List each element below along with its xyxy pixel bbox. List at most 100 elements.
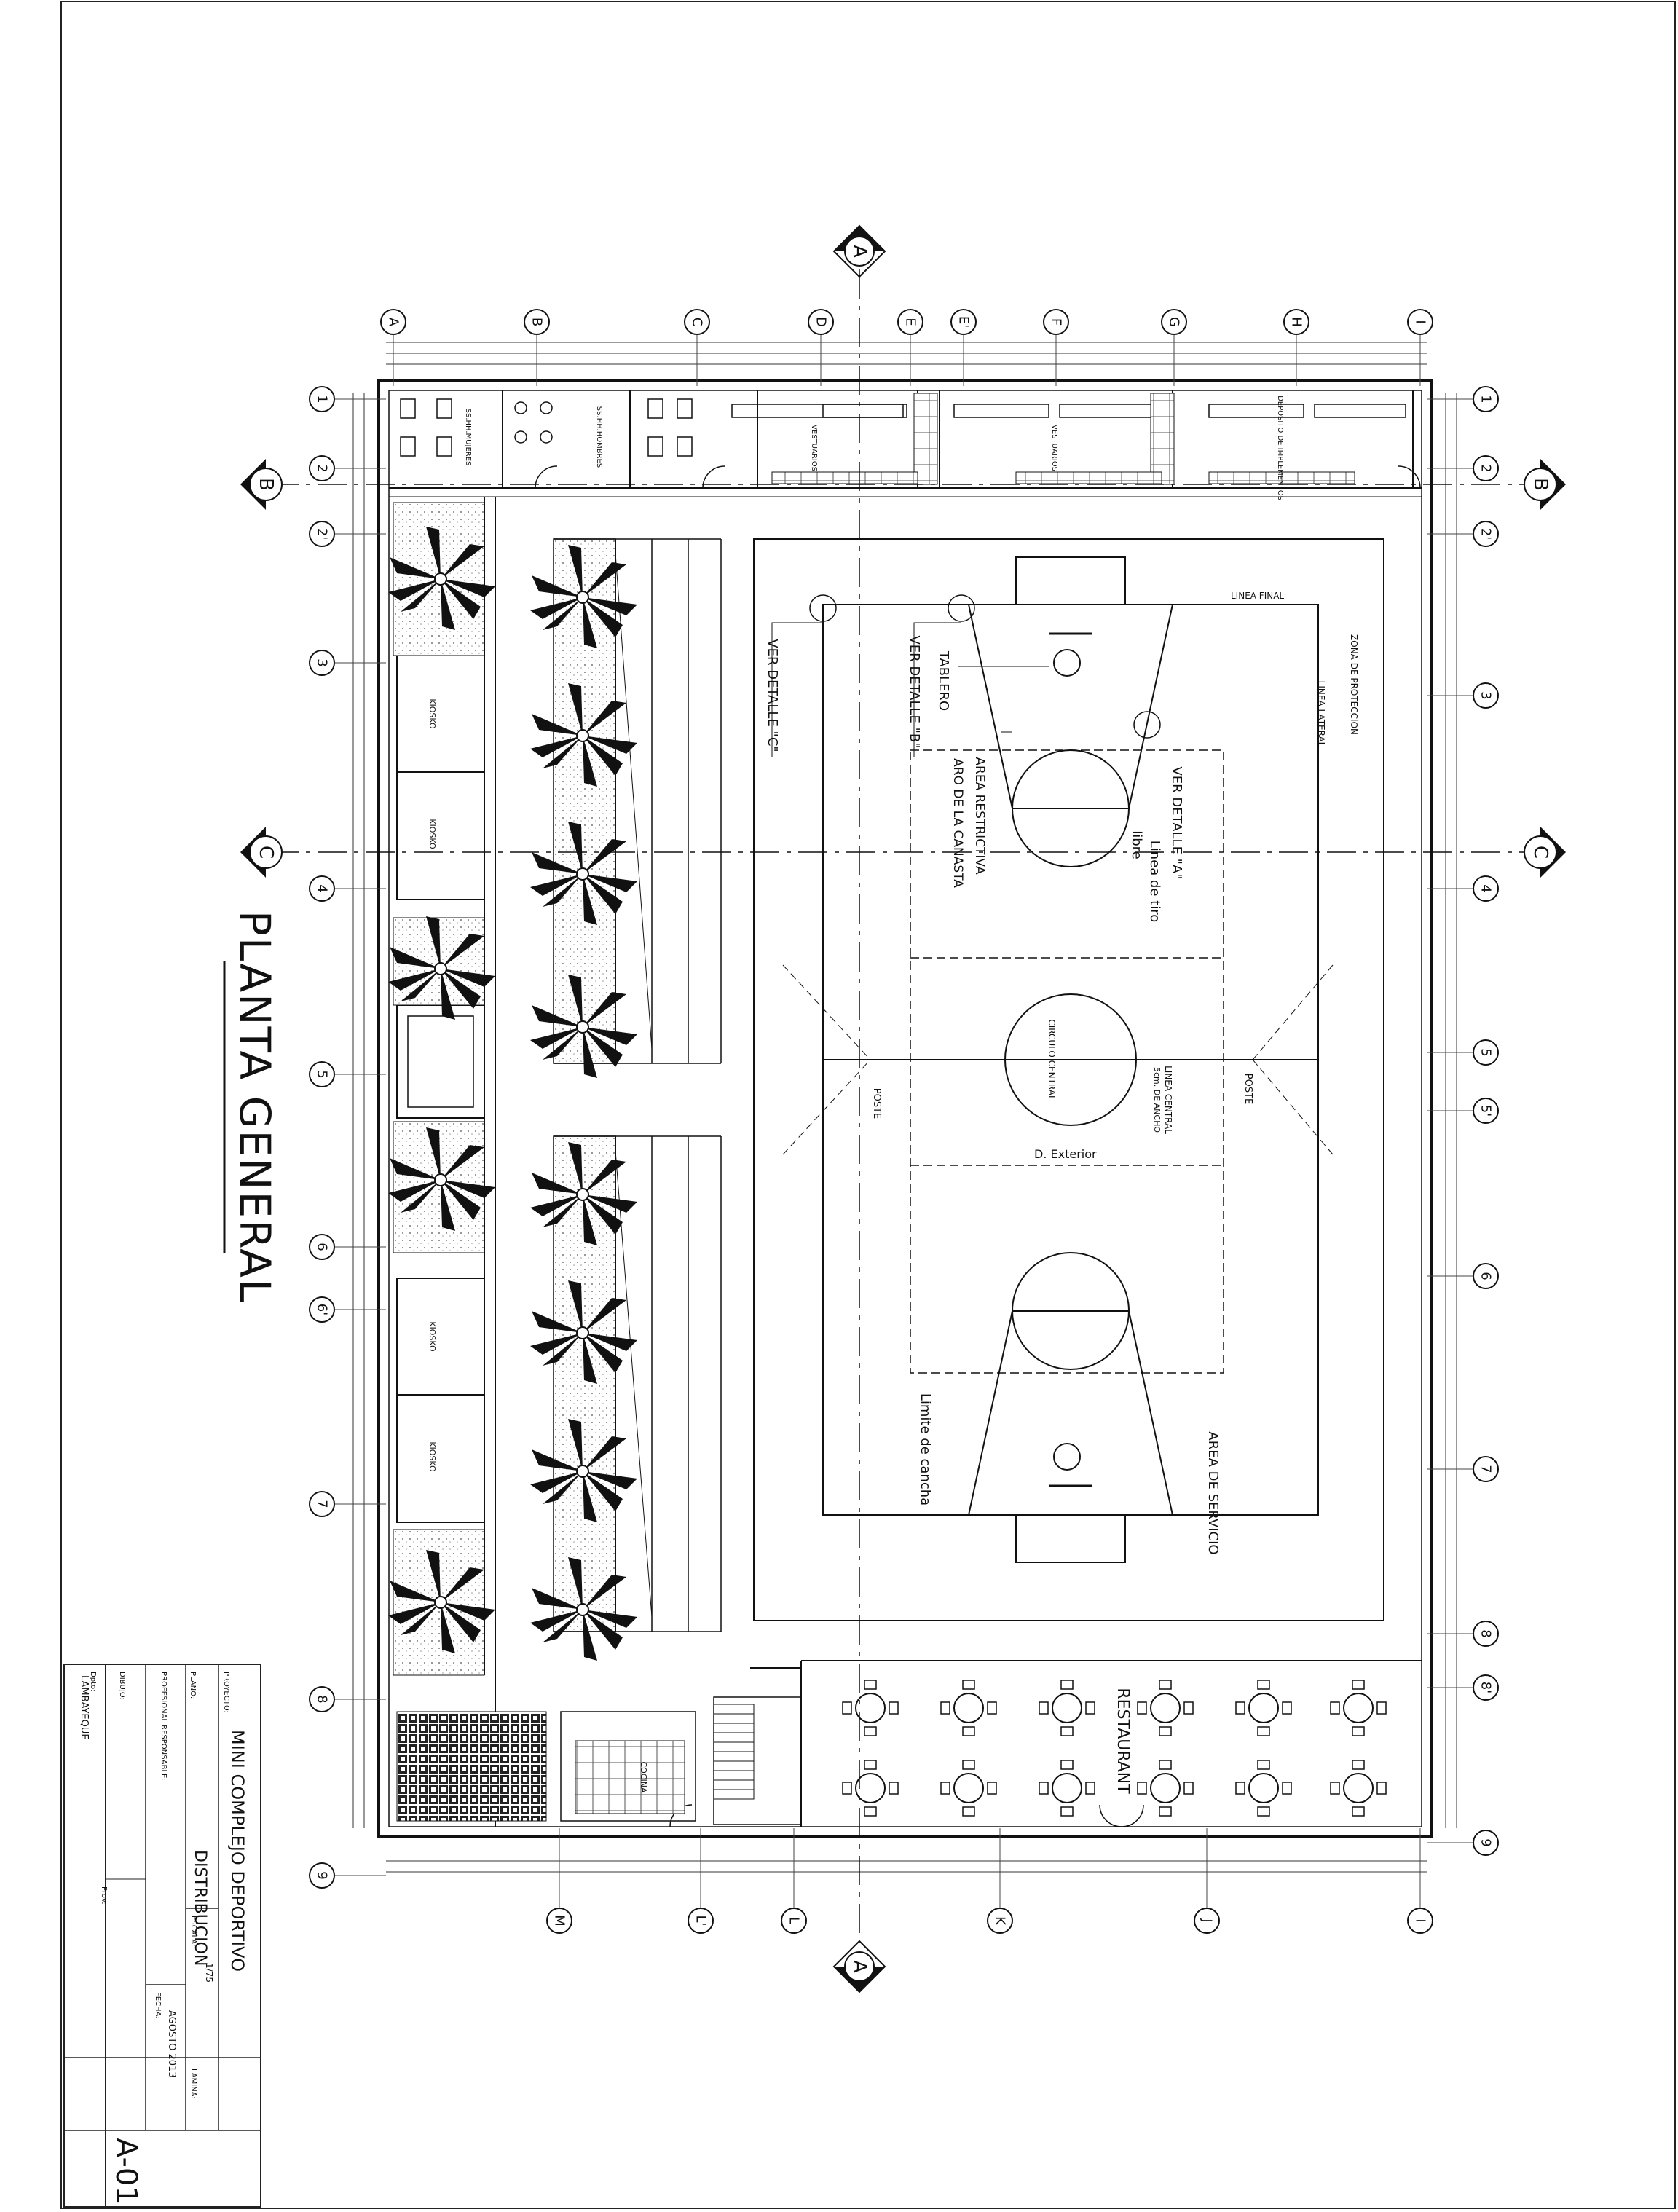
court-label-limite: Limite de cancha (918, 1393, 933, 1506)
grid-bubble-top: H (1283, 309, 1309, 386)
stairs (713, 1704, 755, 1800)
dining-table (842, 1680, 899, 1736)
court-label-poste-left: POSTE (871, 1088, 882, 1119)
title-block-lamina-label: LAMINA: (189, 2069, 197, 2099)
grid-bubble-left: 7 (309, 1491, 386, 1517)
grid-bubble-top: G (1161, 309, 1187, 386)
room-label-sshh-hombres: SS.HH.HOMBRES (595, 406, 603, 468)
grid-bubble-top-label: D (814, 317, 829, 327)
grid-bubble-bottom: L (781, 1828, 807, 1934)
room-label-vestuarios-1: VESTUARIOS (810, 425, 818, 471)
grid-bubble-right-label: 3 (1478, 691, 1494, 699)
court-label-poste-right: POSTE (1242, 1074, 1253, 1104)
title-block-plano-label: PLANO: (189, 1672, 197, 1699)
grid-bubble-bottom: I (1407, 1828, 1433, 1934)
grid-bubble-left: 1 (309, 386, 386, 412)
court-label-area-servicio: AREA DE SERVICIO (1205, 1431, 1221, 1554)
grid-bubble-top: C (684, 309, 710, 386)
title-block-location: LAMBAYEQUE (79, 1675, 90, 1740)
grid-bubble-top-label: H (1289, 317, 1304, 327)
dining-table (1137, 1760, 1194, 1817)
title-block-plan-name: DISTRIBUCION (191, 1850, 209, 1966)
grid-bubble-left-label: 3 (315, 658, 330, 666)
dining-table (940, 1680, 997, 1736)
room-label-deposito: DEPOSITO DE IMPLEMENTOS (1276, 395, 1284, 500)
grid-bubble-right-label: 2' (1478, 528, 1494, 540)
grid-bubble-right: 5 (1427, 1039, 1499, 1066)
grid-bubble-right: 1 (1427, 386, 1499, 412)
room-label-cocina: COCINA (639, 1761, 648, 1792)
title-block-escala: 1/75 (204, 1963, 214, 1983)
grid-bubble-right-label: 6 (1478, 1272, 1494, 1280)
dining-table (1330, 1760, 1387, 1817)
vestuario-benches-2 (1015, 471, 1162, 484)
grid-bubble-left: 4 (309, 875, 386, 902)
grid-bubble-left-label: 6 (315, 1243, 330, 1251)
grid-bubble-bottom-label: M (552, 1915, 567, 1926)
grid-bubble-bottom: K (987, 1828, 1013, 1934)
court-label-aro: ARO DE LA CANASTA (950, 758, 965, 888)
vestuario-benches-3 (1208, 471, 1355, 484)
grid-bubble-top-label: I (1413, 320, 1428, 323)
court-label-linea-final: LINEA FINAL (1231, 591, 1284, 601)
room-label-kiosko-3: KIOSKO (428, 1321, 437, 1352)
grid-bubble-left: 8 (309, 1686, 386, 1712)
grid-bubble-right-label: 5' (1478, 1105, 1494, 1117)
section-marker-b-left: B (240, 459, 283, 510)
title-block-escala-label: ESCALA: (189, 1916, 197, 1946)
grid-bubble-top: F (1043, 309, 1069, 386)
grid-bubble-right: 6 (1427, 1263, 1499, 1289)
grid-bubble-left-label: 7 (315, 1500, 330, 1508)
grid-bubble-right: 9 (1427, 1830, 1499, 1856)
grid-bubble-left-label: 1 (315, 395, 330, 403)
dining-table (940, 1760, 997, 1817)
section-marker-a-top: A (832, 224, 886, 278)
grid-bubble-right-label: 8' (1478, 1682, 1494, 1693)
sheet-border (60, 1, 1676, 2209)
dining-table (842, 1760, 899, 1817)
title-block (63, 1664, 261, 2208)
court-label-zona-proteccion: ZONA DE PROTECCION (1349, 634, 1359, 735)
grid-bubble-right-label: 2 (1478, 464, 1494, 472)
grid-bubble-right-label: 1 (1478, 395, 1494, 403)
section-marker-c-left: C (240, 827, 283, 878)
grid-bubble-top-label: G (1167, 317, 1182, 327)
grid-bubble-left: 2' (309, 521, 386, 547)
title-block-prov-label: Prov: (100, 1886, 108, 1905)
grid-bubble-bottom-label: L (787, 1917, 802, 1924)
grid-bubble-left: 9 (309, 1862, 386, 1889)
court-label-linea-central-2: 5cm. DE ANCHO (1152, 1067, 1162, 1133)
title-block-profesional-label: PROFESIONAL RESPONSABLE: (159, 1672, 168, 1781)
section-marker-c-left-label: C (255, 846, 277, 859)
court-label-ver-detalle-c: VER DETALLE "C" (765, 639, 780, 752)
grid-bubble-left: 6 (309, 1234, 386, 1260)
grid-bubble-top: A (380, 309, 406, 386)
dining-table (1039, 1680, 1095, 1736)
grid-bubble-bottom-label: L' (693, 1916, 709, 1926)
grid-bubble-left-label: 6' (315, 1304, 330, 1315)
title-block-proyecto-label: PROYECTO: (222, 1672, 230, 1713)
section-marker-b-left-label: B (255, 478, 277, 491)
drawing-title: PLANTA GENERAL (230, 910, 280, 1304)
grid-bubble-bottom-label: I (1413, 1918, 1428, 1922)
grid-bubble-right-label: 7 (1478, 1465, 1494, 1473)
grid-bubble-top: B (524, 309, 550, 386)
grid-bubble-left: 2 (309, 455, 386, 481)
kitchen-tiles (575, 1740, 685, 1814)
room-label-kiosko-2: KIOSKO (428, 819, 437, 849)
grid-bubble-top-label: E' (956, 316, 972, 328)
court-label-ver-detalle-a: VER DETALLE "A" (1169, 766, 1184, 879)
basketball-court (753, 538, 1384, 1621)
grid-bubble-right: 4 (1427, 875, 1499, 902)
court-label-linea-tiro: Linea de tiro (1147, 841, 1162, 923)
section-marker-a-bottom: A (832, 1940, 886, 1993)
grid-bubble-right-label: 4 (1478, 884, 1494, 892)
kitchen-paving (396, 1711, 547, 1822)
court-label-circulo-central: CIRCULO CENTRAL (1047, 1019, 1057, 1101)
grid-bubble-right: 5' (1427, 1098, 1499, 1124)
grid-bubble-left-label: 2 (315, 464, 330, 472)
grid-bubble-left-label: 8 (315, 1695, 330, 1703)
grid-bubble-bottom-label: J (1200, 1918, 1215, 1922)
